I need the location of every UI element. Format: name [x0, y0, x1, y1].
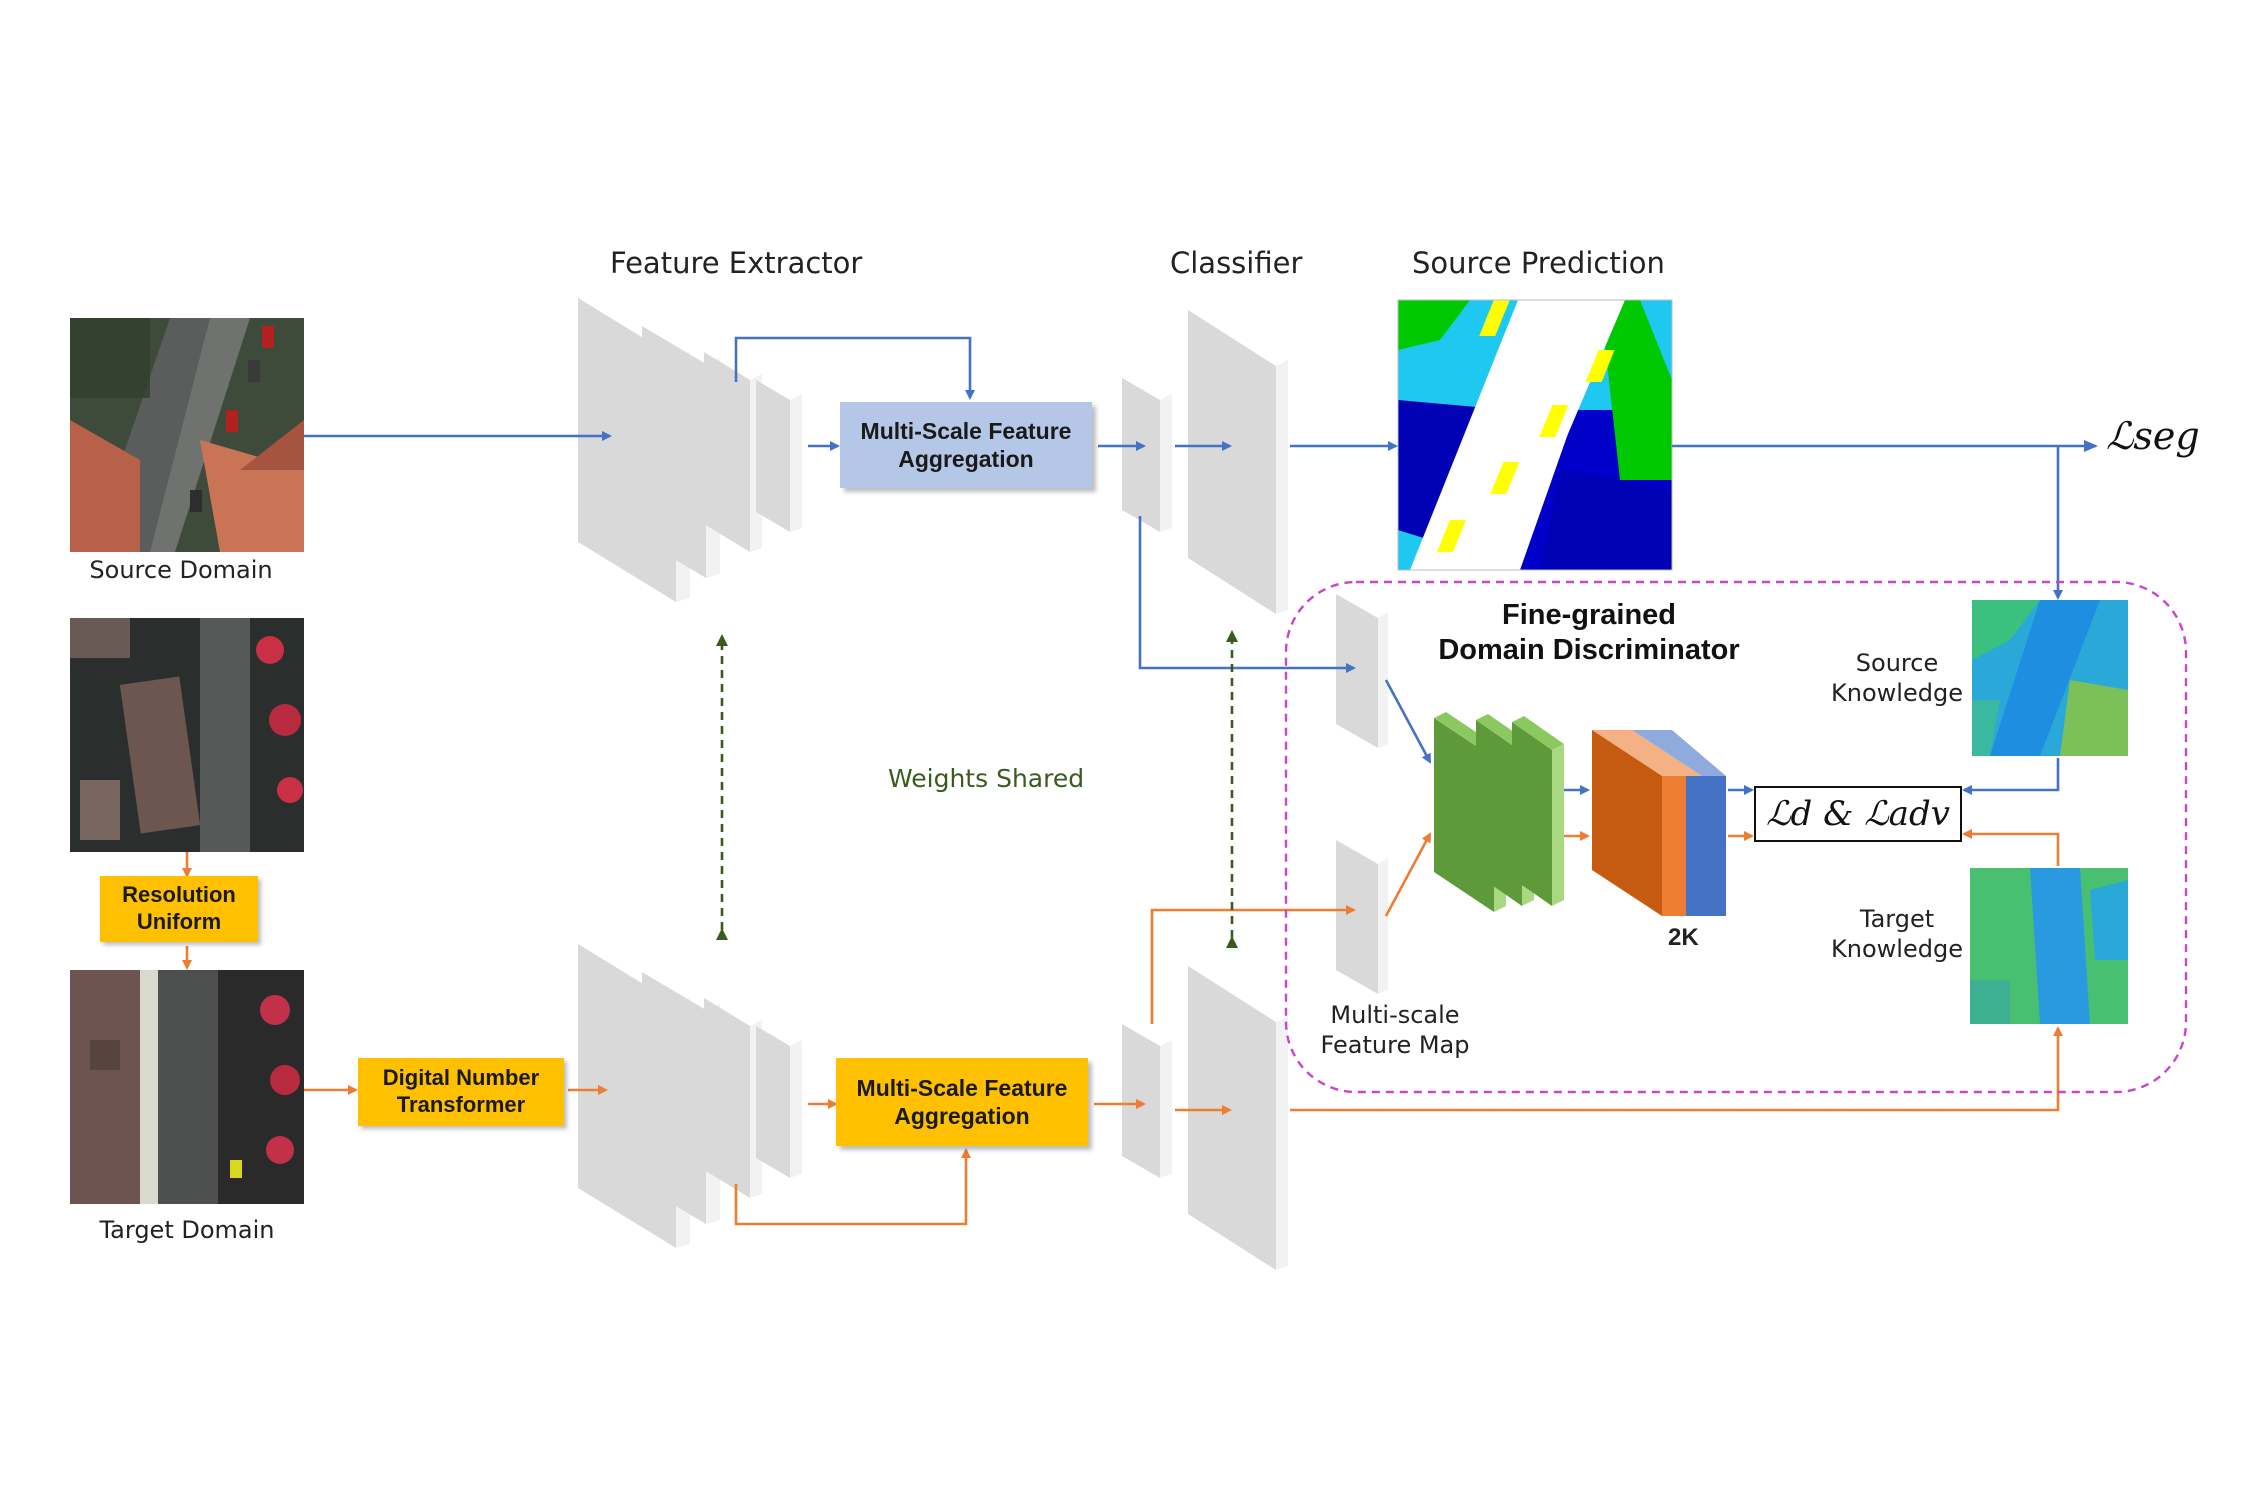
source-knowledge-line1: Source — [1855, 649, 1939, 677]
adv-loss-box: ℒd & ℒadv — [1754, 786, 1962, 842]
msfa-top-line1: Multi-Scale Feature — [860, 417, 1072, 444]
source-prediction-header: Source Prediction — [1412, 246, 1665, 280]
msfa-top-line2: Aggregation — [898, 446, 1034, 472]
target-domain-image — [70, 970, 304, 1204]
target-flow-arrows — [182, 829, 2063, 1226]
classifier-header: Classifier — [1170, 246, 1303, 280]
raw-target-image — [70, 618, 304, 852]
discriminator-title-line1: Fine-grained — [1501, 599, 1676, 631]
target-knowledge-label: Target Knowledge — [1822, 904, 1972, 964]
feature-map-label: Multi-scale Feature Map — [1310, 1000, 1480, 1060]
discriminator-conv-layers — [1434, 712, 1564, 912]
target-domain-label: Target Domain — [99, 1216, 275, 1244]
weights-shared-label: Weights Shared — [888, 764, 1085, 793]
bottom-feature-extractor-layers — [578, 944, 802, 1248]
discriminator-output-block — [1592, 730, 1726, 916]
top-classifier-layers — [1122, 310, 1288, 614]
msfa-bottom-line1: Multi-Scale Feature — [856, 1074, 1068, 1101]
dnt-line2: Transformer — [396, 1092, 526, 1117]
source-knowledge-map — [1972, 600, 2128, 756]
source-domain-image — [70, 318, 304, 552]
discriminator-region — [1284, 580, 2188, 1094]
resolution-uniform-line1: Resolution — [122, 882, 236, 908]
dnt-line1: Digital Number — [382, 1065, 540, 1091]
target-knowledge-line1: Target — [1859, 905, 1935, 933]
target-knowledge-map — [1970, 868, 2128, 1024]
multi-scale-feature-maps — [1336, 594, 1388, 994]
target-knowledge-line2: Knowledge — [1831, 935, 1963, 963]
source-knowledge-line2: Knowledge — [1831, 679, 1963, 707]
adv-loss-label: ℒd & ℒadv — [1766, 794, 1950, 834]
source-domain-label: Source Domain — [89, 556, 273, 584]
feature-map-label-line2: Feature Map — [1320, 1031, 1470, 1059]
top-feature-extractor-layers — [578, 298, 802, 602]
out-channels-label: 2K — [1668, 924, 1699, 951]
discriminator-title-line2: Domain Discriminator — [1438, 634, 1740, 667]
source-knowledge-label: Source Knowledge — [1822, 648, 1972, 708]
weights-shared-arrows — [716, 630, 1238, 948]
source-flow-arrows — [304, 336, 2098, 795]
seg-loss-label: ℒseg — [2106, 414, 2200, 458]
feature-map-label-line1: Multi-scale — [1330, 1001, 1460, 1029]
source-prediction-map — [1397, 299, 1673, 571]
msfa-bottom-line2: Aggregation — [894, 1103, 1030, 1129]
discriminator-title: Fine-grained Domain Discriminator — [1424, 598, 1754, 669]
resolution-uniform-line2: Uniform — [136, 909, 222, 934]
bottom-classifier-layers — [1122, 966, 1288, 1270]
feature-extractor-header: Feature Extractor — [610, 246, 863, 280]
